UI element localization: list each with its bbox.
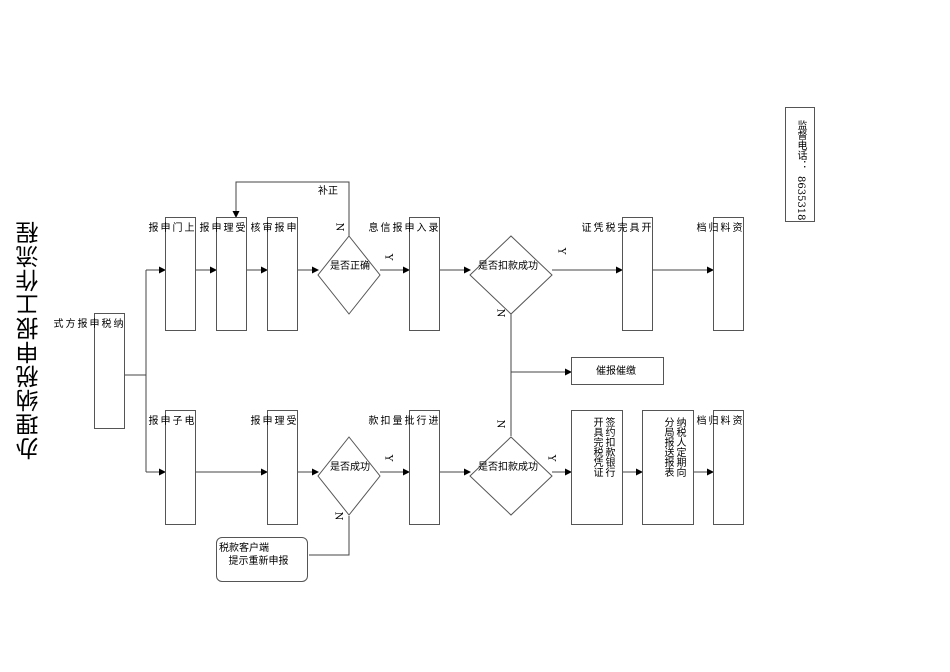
hotline-label: 监督电话： — [795, 120, 806, 170]
diamond-correct-label: 是否正确 — [330, 261, 370, 272]
diamond-correct-shape — [317, 235, 381, 315]
diamond-deduct-bottom-shape — [469, 436, 553, 516]
box-accept-filing-bottom: 受 理 申 报 — [248, 410, 298, 525]
label-y-deduct-bottom: Y — [545, 454, 557, 462]
hotline-box: 监督电话： 8635318 — [785, 107, 815, 222]
box-sign-bank-issue-voucher: 签约扣款银行 开具完税凭证 — [571, 410, 623, 525]
box-urge-payment: 催报催缴 — [571, 357, 664, 385]
diamond-success-shape — [317, 436, 381, 516]
label-y-correct: Y — [382, 253, 394, 261]
label-supplement: 补正 — [318, 186, 338, 197]
hotline-number: 8635318 — [795, 176, 806, 221]
box-issue-voucher-top: 开 具 完 税 凭 证 — [579, 217, 653, 331]
label-n-deduct-top: N — [494, 308, 506, 318]
box-accept-filing-top: 受 理 申 报 — [197, 217, 247, 331]
diamond-success-label: 是否成功 — [330, 462, 370, 473]
box-archive-bottom: 资 料 归 档 — [694, 410, 744, 525]
box-electronic-filing: 电 子 申 报 — [146, 410, 196, 525]
box-client-prompt: 税款客户端 提示重新申报 — [216, 537, 308, 582]
label-n-success: N — [332, 511, 344, 521]
box-enter-filing-info: 录 入 申 报 信 息 — [366, 217, 440, 331]
box-batch-deduction: 进 行 批 量 扣 款 — [366, 410, 440, 525]
box-door-filing: 上 门 申 报 — [146, 217, 196, 331]
diamond-deduct-top-shape — [469, 235, 553, 315]
diamond-deduct-top-label: 是否扣款成功 — [478, 261, 538, 272]
box-filing-method: 纳 税 申 报 方 式 — [51, 313, 125, 429]
box-periodic-report: 纳税人定期向 分局报送报表 — [642, 410, 694, 525]
label-n-correct: N — [333, 222, 345, 232]
label-y-deduct-top: Y — [555, 247, 567, 255]
page-title: 办理纳税申报工作流程 — [17, 220, 43, 460]
box-archive-top: 资 料 归 档 — [694, 217, 744, 331]
box-filing-review: 申 报 审 核 — [248, 217, 298, 331]
diamond-deduct-bottom-label: 是否扣款成功 — [478, 462, 538, 473]
label-n-deduct-bottom-upper: N — [494, 419, 506, 429]
label-y-success: Y — [382, 454, 394, 462]
